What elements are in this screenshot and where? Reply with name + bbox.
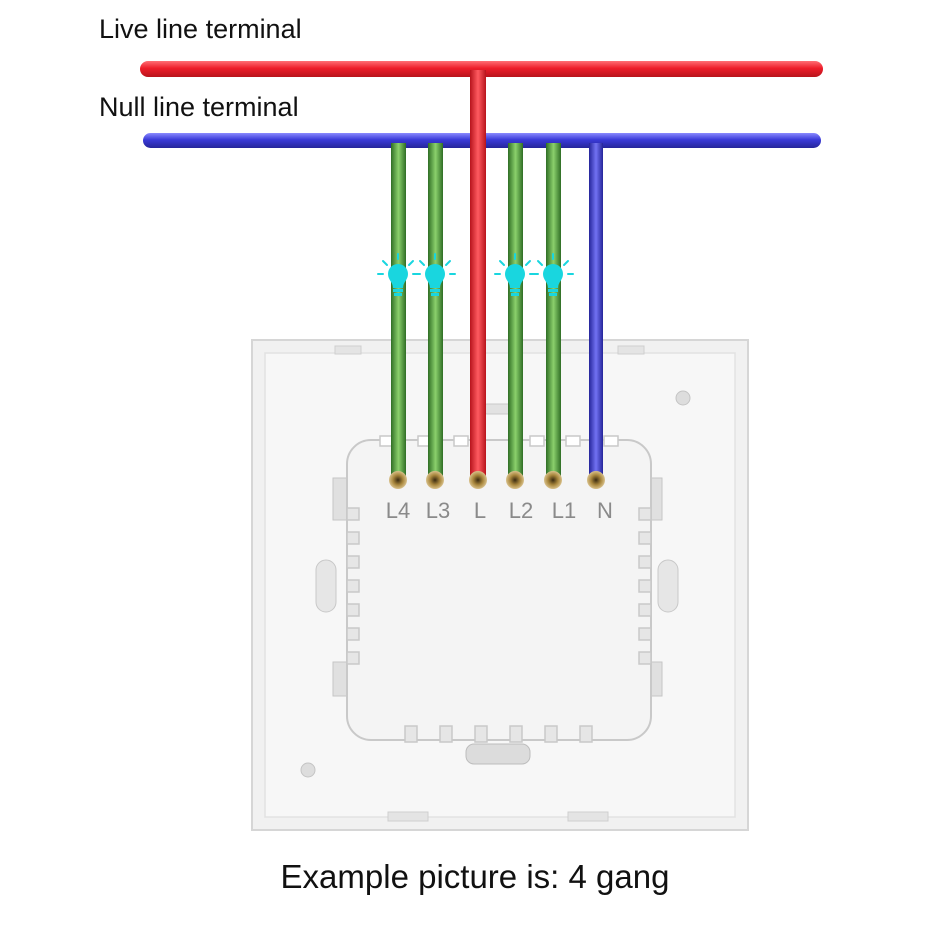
bulb-icon [414, 253, 456, 296]
terminal-label-l3: L3 [426, 498, 450, 523]
load-wire-l2 [508, 143, 523, 480]
terminal-sockets [389, 471, 605, 489]
null-line-label: Null line terminal [99, 92, 299, 122]
bulb-icon [377, 253, 419, 296]
bulb-icon [532, 253, 574, 296]
terminal-label-l: L [474, 498, 486, 523]
load-wires [391, 143, 561, 480]
terminal-labels: L4 L3 L L2 L1 N [386, 498, 613, 523]
switch-back-panel [251, 339, 749, 831]
neutral-drop-wire [589, 143, 603, 480]
terminal-label-l4: L4 [386, 498, 410, 523]
terminal-label-l2: L2 [509, 498, 533, 523]
bulb-icon [494, 253, 536, 296]
load-wire-l1 [546, 143, 561, 480]
live-line-label: Live line terminal [99, 14, 302, 44]
live-drop-wire [470, 70, 486, 480]
terminal-label-n: N [597, 498, 613, 523]
terminal-label-l1: L1 [552, 498, 576, 523]
switch-module [346, 435, 652, 765]
diagram-caption: Example picture is: 4 gang [280, 858, 670, 895]
live-line-wire [140, 61, 823, 77]
load-wire-l3 [428, 143, 443, 480]
load-wire-l4 [391, 143, 406, 480]
